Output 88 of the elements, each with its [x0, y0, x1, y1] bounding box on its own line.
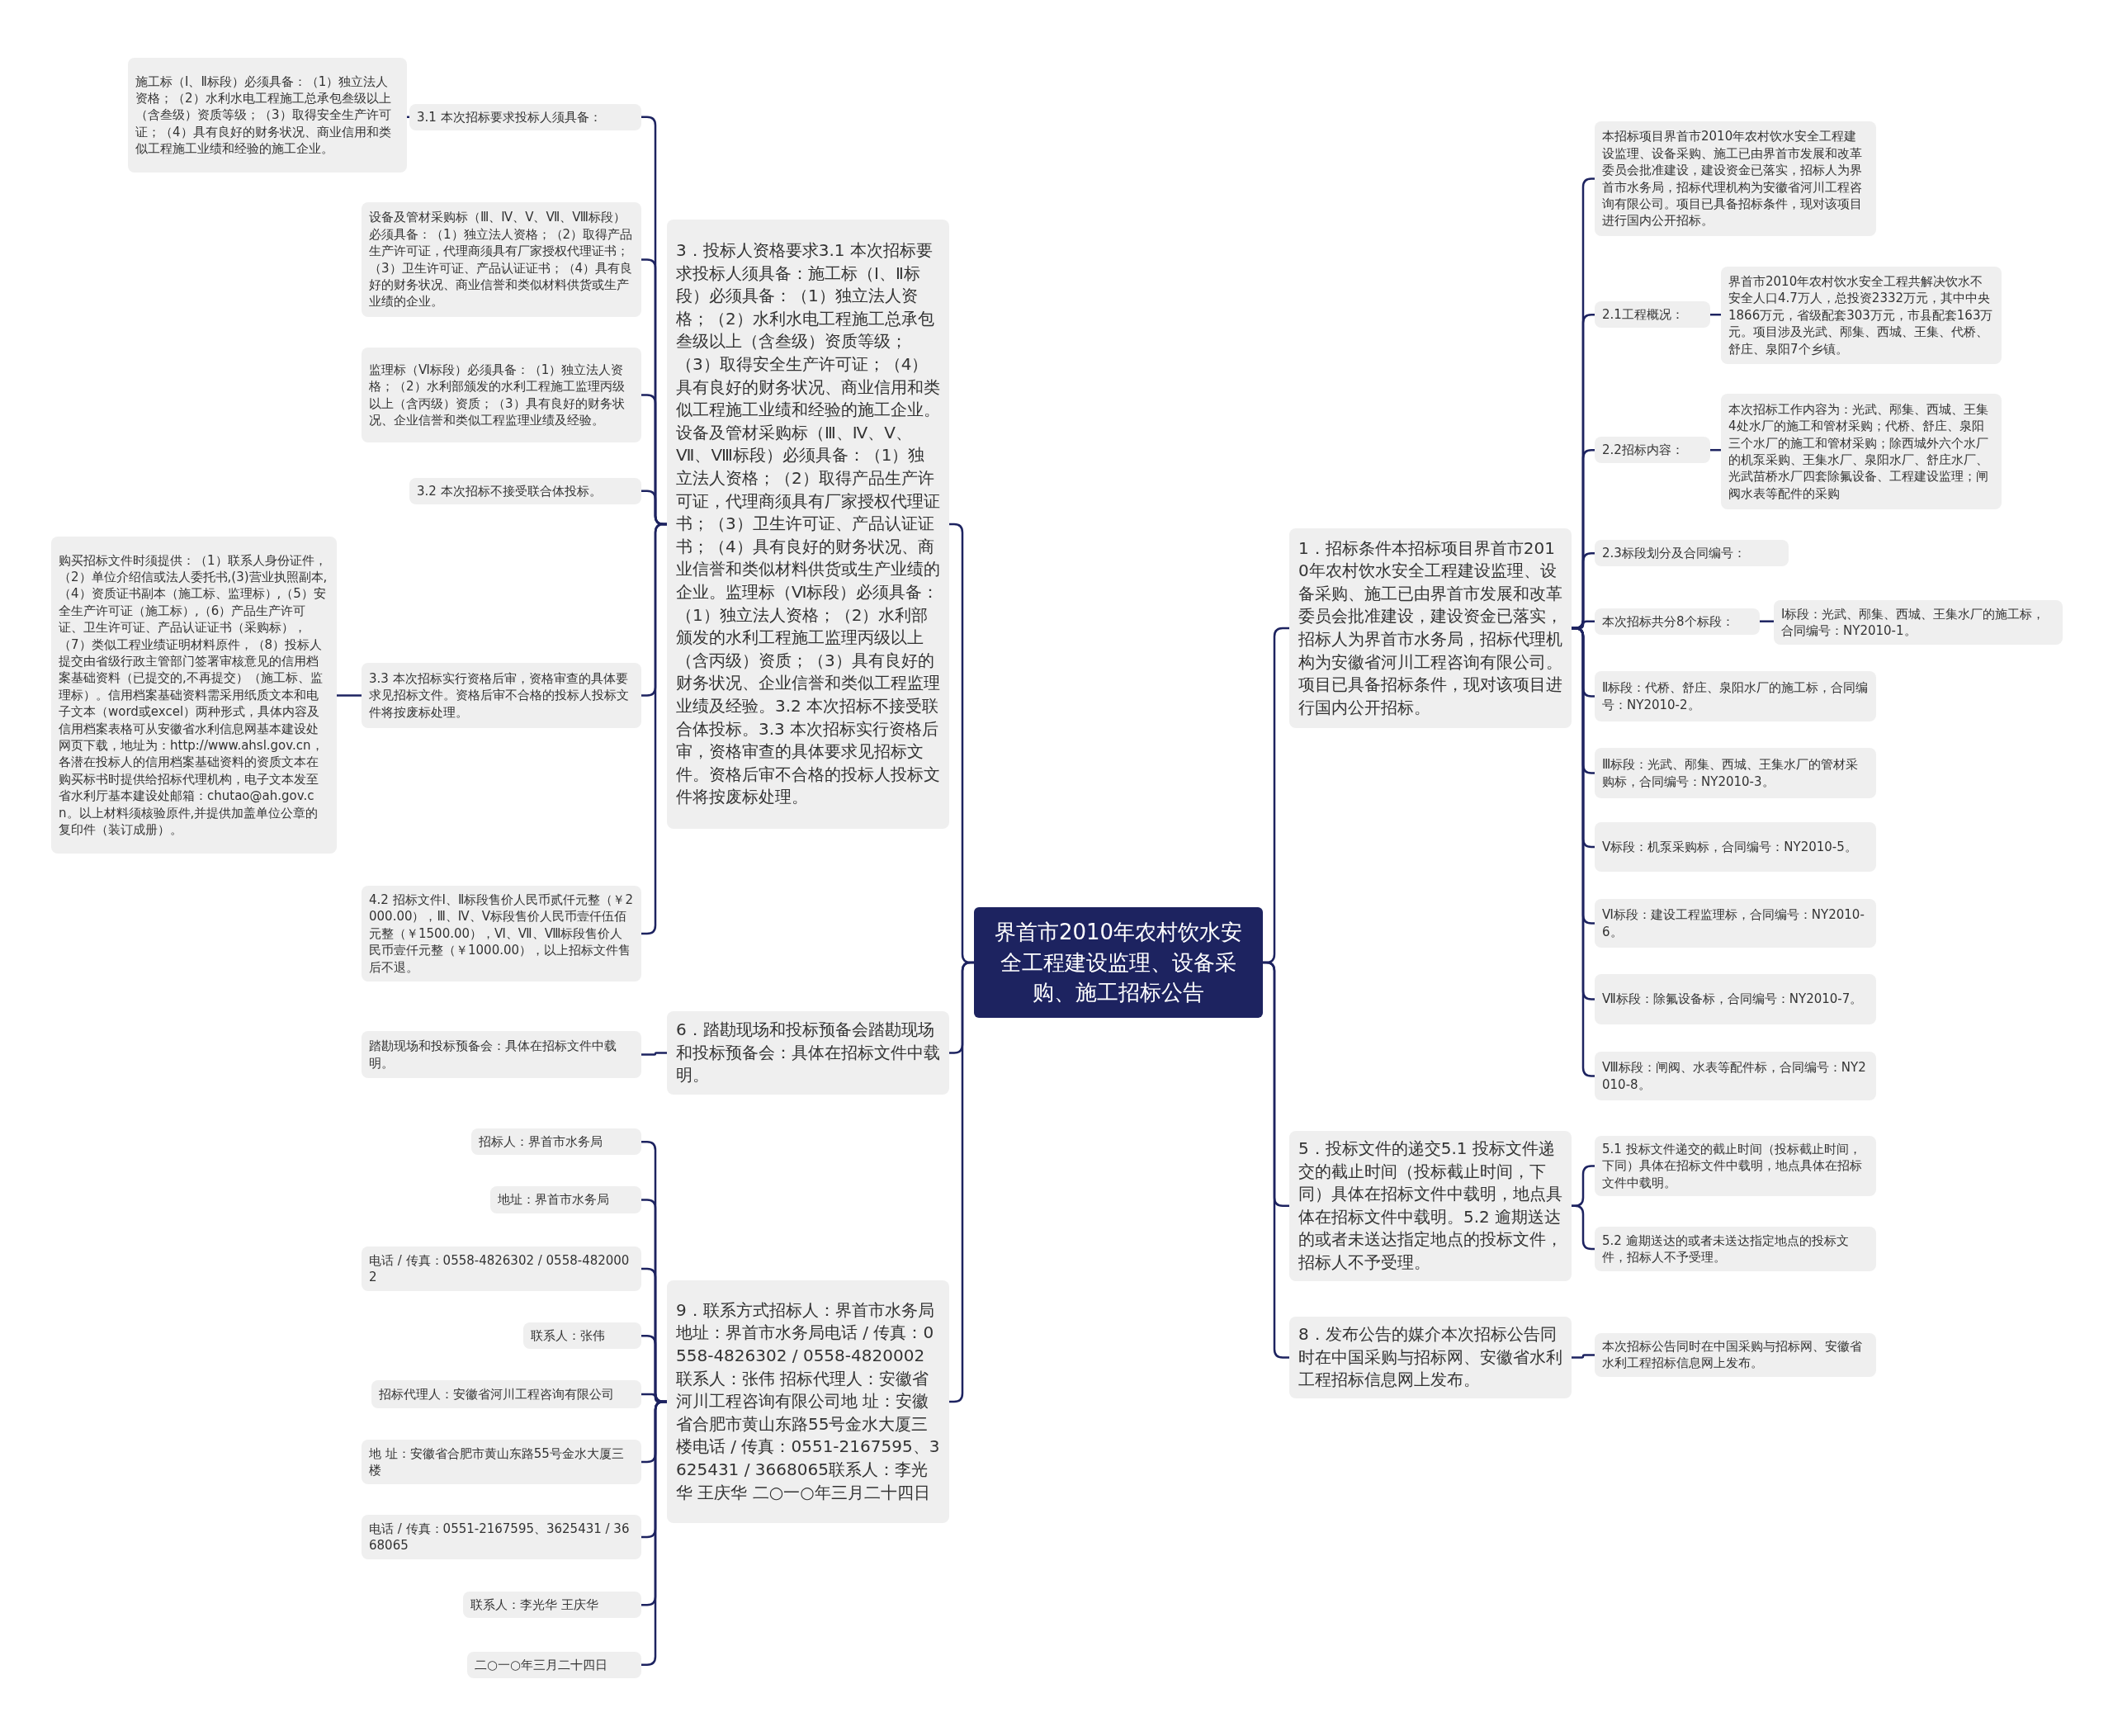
subtopic-box — [1595, 437, 1710, 464]
subtopic-box — [1721, 267, 2002, 364]
subtopic-text: Ⅱ标段：代桥、舒庄、泉阳水厂的施工标，合同编号：NY2010-2。 — [1602, 679, 1869, 713]
subtopic-box — [1774, 600, 2063, 645]
subtopic-text: 4.2 招标文件Ⅰ、Ⅱ标段售价人民币贰仟元整（￥2000.00），Ⅲ、Ⅳ、Ⅴ标段售价人民币壹仟伍佰元整（￥1500.00），Ⅵ、Ⅶ、Ⅷ标段售价人民币壹仟元整（￥1000.00），以上招标文件售后不退。 — [369, 892, 634, 976]
subtopic-box — [362, 663, 641, 728]
connector-line — [1572, 1204, 1595, 1251]
subtopic-box — [409, 103, 641, 130]
subtopic-box — [471, 1128, 641, 1156]
subtopic-text: Ⅷ标段：闸阀、水表等配件标，合同编号：NY2010-8。 — [1602, 1059, 1867, 1093]
subtopic-box — [1595, 540, 1789, 567]
topic-box — [667, 1011, 949, 1095]
subtopic-box — [1595, 899, 1876, 948]
topic-box — [1289, 1131, 1572, 1281]
connector-line — [1263, 961, 1289, 1359]
subtopic-text: 本次招标工作内容为：光武、邴集、西城、王集4处水厂的施工和管材采购；代桥、舒庄、泉阳三个水厂的施工和管材采购；除西城外六个水厂的机泵采购、王集水厂、泉阳水厂、舒庄水厂、光武苗桥水厂四套除氟设备、工程建设监理；闸阀水表等配件的采购 — [1728, 400, 1989, 503]
subtopic-box — [1595, 1052, 1876, 1100]
topic-text: 5．投标文件的递交5.1 投标文件递交的截止时间（投标截止时间，下同）具体在招标文件中载明，地点具体在招标文件中载明。5.2 逾期送达的或者未送达指定地点的投标文件，招标人不予受理。 — [1298, 1138, 1562, 1274]
subtopic-text: 本招标项目界首市2010年农村饮水安全工程建设监理、设备采购、施工已由界首市发展和改革委员会批准建设，建设资金已落实，招标人为界首市水务局，招标代理机构为安徽省河川工程咨询有限公司。项目已具备招标条件，现对该项目进行国内公开招标。 — [1602, 128, 1863, 229]
subtopic-box — [371, 1380, 641, 1408]
subtopic-box — [1595, 748, 1876, 798]
subtopic-text: 监理标（Ⅵ标段）必须具备：（1）独立法人资格；（2）水利部颁发的水利工程施工监理丙级以上（含丙级）资质；（3）具有良好的财务状况、企业信誉和类似工程监理业绩及经验。 — [369, 361, 626, 429]
subtopic-text: 本次招标共分8个标段： — [1602, 613, 1734, 630]
subtopic-text: 电话 / 传真：0558-4826302 / 0558-4820002 — [369, 1251, 631, 1286]
subtopic-text: 界首市2010年农村饮水安全工程共解决饮水不安全人口4.7万人，总投资2332万元，其中中央1866万元，省级配套303万元，市县配套163万元。项目涉及光武、邴集、西城、王集、代桥、舒庄、泉阳7个乡镇。 — [1728, 273, 1994, 357]
connector-line — [641, 1400, 667, 1666]
subtopic-box — [1595, 1227, 1876, 1271]
subtopic-box — [1595, 608, 1760, 635]
subtopic-text: 2.1工程概况： — [1602, 306, 1684, 324]
subtopic-text: 设备及管材采购标（Ⅲ、Ⅳ、Ⅴ、Ⅶ、Ⅷ标段）必须具备：（1）独立法人资格；（2）取得产品生产许可证，代理商须具有厂家授权代理证书；（3）卫生许可证、产品认证证书；（4）具有良好的财务状况、商业信誉和类似材料供货或生产业绩的企业。 — [369, 209, 634, 310]
subtopic-text: 二○一○年三月二十四日 — [475, 1656, 608, 1673]
subtopic-text: 电话 / 传真：0551-2167595、3625431 / 3668065 — [369, 1520, 631, 1554]
subtopic-box — [490, 1186, 641, 1213]
subtopic-text: 3.2 本次招标不接受联合体投标。 — [417, 482, 602, 499]
topic-text: 6．踏勘现场和投标预备会踏勘现场和投标预备会：具体在招标文件中载明。 — [676, 1019, 940, 1087]
subtopic-text: Ⅴ标段：机泵采购标，合同编号：NY2010-5。 — [1602, 838, 1857, 856]
subtopic-box — [362, 1246, 641, 1291]
subtopic-text: 踏勘现场和投标预备会：具体在招标文件中载明。 — [369, 1038, 617, 1071]
subtopic-text: 招标代理人：安徽省河川工程咨询有限公司 — [379, 1385, 614, 1403]
subtopic-box — [1595, 121, 1876, 236]
subtopic-text: 3.1 本次招标要求投标人须具备： — [417, 108, 602, 125]
subtopic-box — [1595, 671, 1876, 721]
topic-text: 8．发布公告的媒介本次招标公告同时在中国采购与招标网、安徽省水利工程招标信息网上发布。 — [1298, 1323, 1562, 1392]
subtopic-text: 联系人：李光华 王庆华 — [470, 1596, 598, 1614]
subtopic-text: Ⅵ标段：建设工程监理标，合同编号：NY2010-6。 — [1602, 906, 1865, 940]
subtopic-box — [1595, 974, 1876, 1024]
subtopic-box — [362, 348, 641, 442]
subtopic-text: Ⅲ标段：光武、邴集、西城、王集水厂的管材采购标，合同编号：NY2010-3。 — [1602, 756, 1860, 790]
subtopic-text: 招标人：界首市水务局 — [479, 1133, 603, 1151]
subtopic-text: 3.3 本次招标实行资格后审，资格审查的具体要求见招标文件。资格后审不合格的投标人投标文件将按废标处理。 — [369, 669, 630, 721]
subtopic-box — [463, 1592, 641, 1619]
subtopic-box — [128, 58, 407, 173]
topic-box — [1289, 1317, 1572, 1398]
central-topic-text: 界首市2010年农村饮水安全工程建设监理、设备采购、施工招标公告 — [993, 919, 1244, 1007]
subtopic-box — [1595, 1333, 1876, 1377]
subtopic-box — [1595, 822, 1876, 872]
topic-text: 1．招标条件本招标项目界首市2010年农村饮水安全工程建设监理、设备采购、施工已由界首市发展和改革委员会批准建设，建设资金已落实，招标人为界首市水务局，招标代理机构为安徽省河川工程咨询有限公司。项目已具备招标条件，现对该项目进行国内公开招标。 — [1298, 537, 1562, 719]
subtopic-box — [362, 1515, 641, 1559]
subtopic-text: 5.2 逾期送达的或者未送达指定地点的投标文件，招标人不予受理。 — [1602, 1232, 1850, 1266]
subtopic-text: 购买招标文件时须提供：（1）联系人身份证件，（2）单位介绍信或法人委托书,(3)营业执照副本,（4）资质证书副本（施工标、监理标）,（5）安全生产许可证（施工标）,（6）产品生产许可证、卫生许可证、产品认证证书（采购标），（7）类似工程业绩证明材料原件，（8）投标人提交由省级行政主管部门签署审核意见的信用档案基础资料（已提交的,不再提交）（施工标、监理标）。信用档案基础资料需采用纸质文本和电子文本（word或excel）两种形式，具体内容及信用档案表格可从安徽省水利信息网基本建设处网页下载，地址为：http://www.ahsl.gov.cn，各潜在投标人的信用档案基础资料的资质文本在购买标书时提供给招标代理机构，电子文本发至省水利厅基本建设处邮箱：chutao@ah.gov.cn。以上材料须核验原件,并提供加盖单位公章的复印件（装订成册）。 — [59, 551, 329, 839]
subtopic-box — [362, 1031, 641, 1078]
subtopic-box — [409, 477, 641, 504]
subtopic-text: 施工标（Ⅰ、Ⅱ标段）必须具备：（1）独立法人资格；（2）水利水电工程施工总承包叁级以上（含叁级）资质等级；（3）取得安全生产许可证；（4）具有良好的财务状况、商业信用和类似工程施工业绩和经验的施工企业。 — [135, 73, 392, 158]
topic-box — [667, 1280, 949, 1523]
subtopic-text: 2.3标段划分及合同编号： — [1602, 545, 1746, 562]
connector-line — [1572, 1354, 1595, 1359]
connector-line — [641, 1052, 667, 1056]
subtopic-text: Ⅶ标段：除氟设备标，合同编号：NY2010-7。 — [1602, 991, 1863, 1008]
connector-line — [1760, 620, 1774, 622]
subtopic-box — [1595, 301, 1710, 329]
subtopic-text: 本次招标公告同时在中国采购与招标网、安徽省水利工程招标信息网上发布。 — [1602, 1338, 1863, 1372]
subtopic-box — [1721, 394, 2002, 509]
subtopic-text: 5.1 投标文件递交的截止时间（投标截止时间，下同）具体在招标文件中载明，地点具体在招标文件中载明。 — [1602, 1141, 1863, 1192]
connector-line — [337, 694, 362, 697]
topic-text: 3．投标人资格要求3.1 本次招标要求投标人须具备：施工标（Ⅰ、Ⅱ标段）必须具备：（1）独立法人资格；（2）水利水电工程施工总承包叁级以上（含叁级）资质等级；（3）取得安全生产许可证；（4）具有良好的财务状况、商业信用和类似工程施工业绩和经验的施工企业。设备及管材采购标（Ⅲ、Ⅳ、Ⅴ、Ⅶ、Ⅷ标段）必须具备：（1）独立法人资格；（2）取得产品生产许可证，代理商须具有厂家授权代理证书；（3）卫生许可证、产品认证证书；（4）具有良好的财务状况、商业信誉和类似材料供货或生产业绩的企业。监理标（Ⅵ标段）必须具备：（1）独立法人资格；（2）水利部颁发的水利工程施工监理丙级以上（含丙级）资质；（3）具有良好的财务状况、企业信誉和类似工程监理业绩及经验。3.2 本次招标不接受联合体投标。3.3 本次招标实行资格后审，资格审查的具体要求见招标文件。资格后审不合格的投标人投标文件将按废标处理。 — [676, 239, 940, 809]
subtopic-text: 2.2招标内容： — [1602, 442, 1684, 459]
subtopic-box — [362, 886, 641, 982]
central-topic-box — [974, 907, 1263, 1018]
subtopic-text: 地址：界首市水务局 — [498, 1191, 609, 1209]
subtopic-box — [467, 1651, 641, 1678]
subtopic-text: 地 址：安徽省合肥市黄山东路55号金水大厦三楼 — [369, 1445, 625, 1479]
topic-text: 9．联系方式招标人：界首市水务局地址：界首市水务局电话 / 传真：0558-4826302 / 0558-4820002联系人：张伟 招标代理人：安徽省河川工程咨询有限公司地 址：安徽省合肥市黄山东路55号金水大厦三楼电话 / 传真：0551-2167595、3625431 / 3668065联系人：李光华 王庆华 二○一○年三月二十四日 — [676, 1298, 940, 1504]
subtopic-box — [523, 1322, 641, 1350]
subtopic-text: Ⅰ标段：光武、邴集、西城、王集水厂的施工标，合同编号：NY2010-1。 — [1781, 605, 2046, 640]
subtopic-box — [1595, 1136, 1876, 1197]
subtopic-box — [362, 202, 641, 317]
subtopic-text: 联系人：张伟 — [531, 1327, 605, 1345]
subtopic-box — [362, 1440, 641, 1484]
